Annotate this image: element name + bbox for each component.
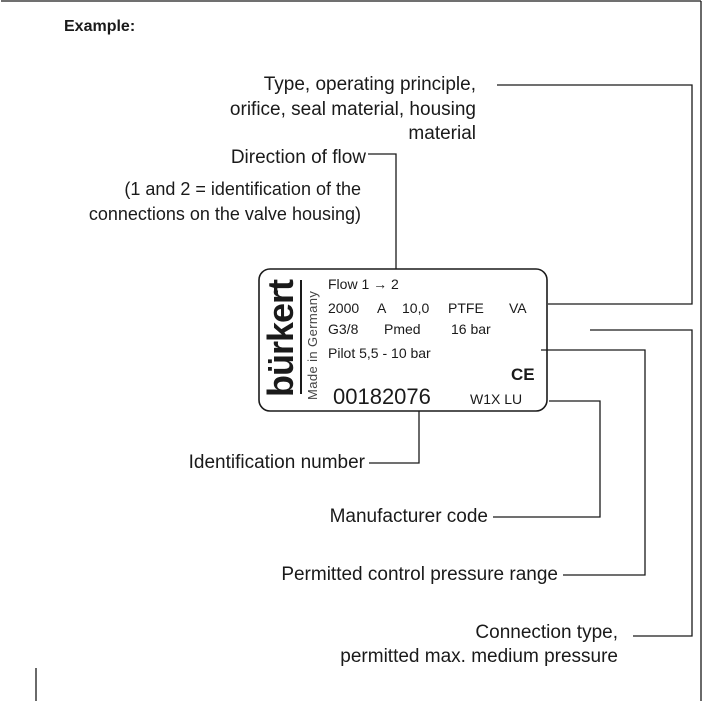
identification-leader <box>369 411 420 464</box>
direction-leader <box>368 153 397 269</box>
made-in-label: Made in Germany <box>305 290 320 400</box>
type-row-seal: PTFE <box>448 300 484 316</box>
direction-callout: Direction of flow <box>230 147 366 168</box>
manufacturer-callout: Manufacturer code <box>329 506 488 527</box>
direction-note-line-2: connections on the valve housing) <box>88 204 361 224</box>
identification-callout: Identification number <box>188 452 365 473</box>
type-callout-line-3: material <box>408 123 476 144</box>
type-callout-line-1: Type, operating principle, <box>263 74 476 95</box>
pilot-row: Pilot 5,5 - 10 bar <box>328 345 431 361</box>
control-pressure-leader <box>541 349 646 576</box>
nameplate-border <box>258 268 548 412</box>
control-pressure-callout: Permitted control pressure range <box>281 564 558 585</box>
type-row-orifice: 10,0 <box>402 300 430 316</box>
manufacturer-code-value: W1X LU <box>470 391 523 407</box>
example-heading: Example: <box>64 18 136 35</box>
identification-number-value: 00182076 <box>333 384 431 409</box>
type-row-principle: A <box>377 300 387 316</box>
connection-callout-line-2: permitted max. medium pressure <box>340 646 618 667</box>
connection-row-pressure: 16 bar <box>451 321 491 337</box>
connection-row-thread: G3/8 <box>328 321 359 337</box>
manufacturer-leader <box>493 400 601 518</box>
brand-underline <box>300 280 302 394</box>
type-callout-line-2: orifice, seal material, housing <box>229 99 476 120</box>
type-row-housing: VA <box>509 300 527 316</box>
connection-leader <box>590 329 693 637</box>
direction-note-line-1: (1 and 2 = identification of the <box>124 179 361 199</box>
type-row-code: 2000 <box>328 300 360 316</box>
ce-mark: CE <box>511 365 535 384</box>
brand-logo: bürkert <box>260 279 301 397</box>
connection-row-pmed: Pmed <box>384 321 421 337</box>
type-leader <box>497 84 693 305</box>
flow-row: Flow 1 → 2 <box>328 276 399 292</box>
connection-callout-line-1: Connection type, <box>475 622 618 643</box>
